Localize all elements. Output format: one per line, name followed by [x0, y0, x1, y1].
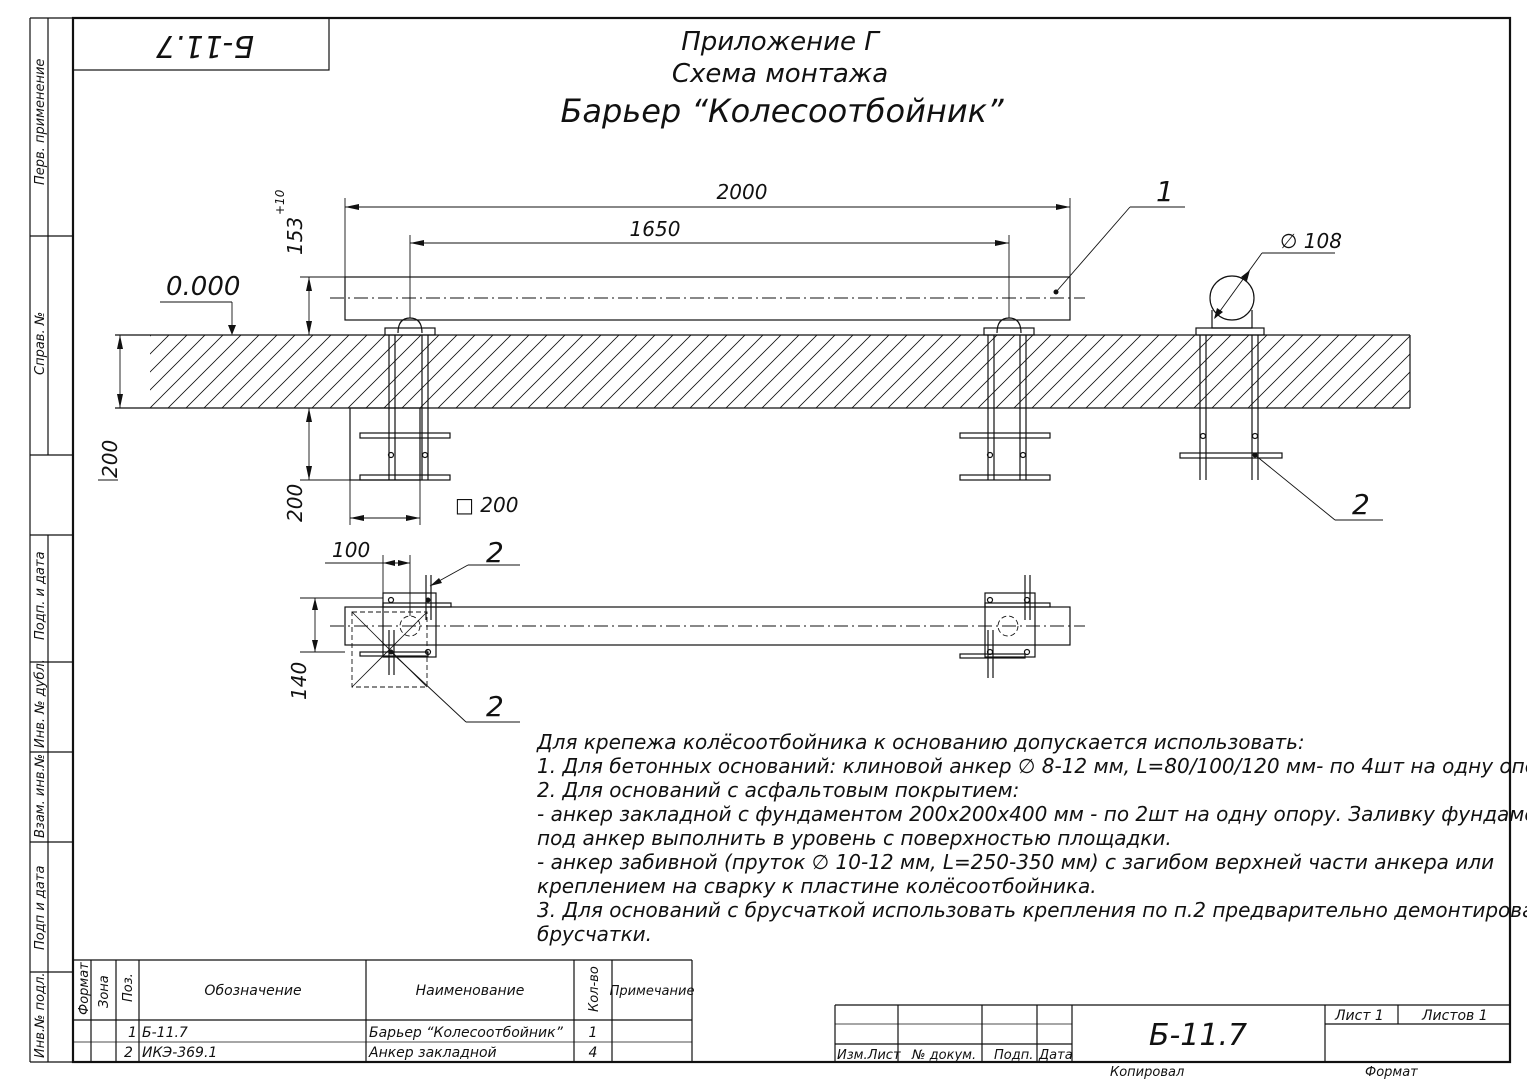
note-line: 3. Для оснований с брусчаткой использова… — [537, 898, 1527, 922]
note-line: 2. Для оснований с асфальтовым покрытием… — [537, 778, 1019, 802]
rotated-code-box: Б-11.7 — [72, 17, 330, 71]
stamp-podp-i-data-1: Подп. и дата — [33, 551, 48, 640]
note-line: - анкер закладной с фундаментом 200х200х… — [537, 802, 1527, 826]
dim-2000: 2000 — [717, 180, 768, 204]
row-2-qty: 4 — [589, 1045, 598, 1061]
stamp-perv-primenenie: Перв. применение — [33, 59, 48, 185]
dim-153-tolerance: +10 — [273, 189, 287, 215]
tb-kopiroval: Копировал — [1110, 1065, 1184, 1080]
callout-2-plan-bottom: 2 — [486, 690, 504, 723]
note-line: 1. Для бетонных оснований: клиновой анке… — [537, 754, 1527, 778]
dim-153: 153 — [283, 217, 307, 255]
dim-diameter: ∅ 108 — [1280, 229, 1342, 253]
barrier-beam — [344, 276, 1071, 321]
support-end-view — [1179, 275, 1283, 480]
tb-izm-list: Изм.Лист — [837, 1048, 901, 1063]
side-stamp: Перв. применение Справ. № Подп. и дата И… — [30, 17, 73, 1062]
col-zone: Зона — [97, 975, 112, 1008]
col-designation: Обозначение — [204, 983, 301, 999]
stamp-sprav-no: Справ. № — [33, 312, 48, 375]
tb-format: Формат — [1365, 1065, 1418, 1080]
row-1-pos: 1 — [128, 1025, 137, 1041]
plan-view: 100 140 2 2 — [287, 536, 1085, 723]
level-mark: 0.000 — [166, 272, 240, 302]
appendix-title: Приложение Г — [681, 27, 881, 57]
row-2-pos: 2 — [124, 1045, 133, 1061]
col-pos: Поз. — [121, 973, 136, 1002]
pipe-section — [1209, 275, 1255, 321]
footing-size: □ 200 — [455, 493, 518, 517]
dim-100: 100 — [332, 538, 370, 562]
tb-doc-no: № докум. — [911, 1048, 976, 1063]
row-2-name: Анкер закладной — [368, 1045, 497, 1061]
callout-2-side: 2 — [1352, 488, 1370, 521]
tb-code: Б-11.7 — [1149, 1018, 1247, 1053]
support-middle — [959, 317, 1051, 481]
callout-2-plan-top: 2 — [486, 536, 504, 569]
stamp-inv-no-podl: Инв.№ подл. — [33, 972, 48, 1058]
note-line: Для крепежа колёсоотбойника к основанию … — [536, 730, 1305, 754]
dim-200-slab: 200 — [98, 440, 122, 478]
note-line: брусчатки. — [537, 922, 652, 946]
note-line: под анкер выполнить в уровень с поверхно… — [537, 826, 1172, 850]
callout-1: 1 — [1156, 175, 1174, 208]
stamp-vzam-inv-no: Взам. инв.№ — [33, 754, 48, 838]
concrete-slab — [150, 335, 1410, 408]
row-1-name: Барьер “Колесоотбойник” — [369, 1025, 564, 1041]
dim-140: 140 — [287, 662, 311, 700]
notes: Для крепежа колёсоотбойника к основанию … — [536, 730, 1527, 946]
title-block: Изм.Лист № докум. Подп. Дата Б-11.7 Лист… — [834, 1004, 1510, 1080]
tb-list: Лист — [867, 1048, 901, 1063]
tb-izm: Изм. — [837, 1048, 868, 1063]
col-qty: Кол-во — [587, 966, 602, 1012]
tb-data: Дата — [1038, 1048, 1073, 1063]
note-line: креплением на сварку к пластине колёсоот… — [537, 874, 1097, 898]
stamp-podp-i-data-2: Подп и дата — [33, 866, 48, 950]
tb-podp: Подп. — [994, 1048, 1033, 1063]
dim-200-footing: 200 — [283, 484, 307, 522]
tb-sheet: Лист 1 — [1334, 1008, 1384, 1024]
anchor-footing — [349, 407, 421, 481]
side-view: 2000 1650 153 +10 0.000 200 200 — [98, 175, 1411, 525]
row-1-designation: Б-11.7 — [142, 1025, 188, 1041]
scheme-title: Схема монтажа — [672, 59, 888, 89]
tb-sheets: Листов 1 — [1421, 1008, 1488, 1024]
stamp-inv-no-dubl: Инв. № дубл. — [33, 659, 48, 748]
row-2-designation: ИКЭ-369.1 — [142, 1045, 217, 1061]
dim-1650: 1650 — [630, 217, 681, 241]
support-left — [359, 317, 451, 481]
product-title: Барьер “Колесоотбойник” — [560, 92, 1003, 130]
outer-frame — [71, 16, 1512, 1064]
note-line: - анкер забивной (пруток ∅ 10-12 мм, L=2… — [537, 850, 1494, 874]
col-format: Формат — [77, 962, 92, 1015]
col-name: Наименование — [416, 983, 525, 999]
spec-table: Формат Зона Поз. Обозначение Наименовани… — [73, 959, 695, 1062]
row-1-qty: 1 — [589, 1025, 598, 1041]
col-note: Примечание — [610, 984, 695, 999]
rotated-code: Б-11.7 — [156, 28, 254, 63]
